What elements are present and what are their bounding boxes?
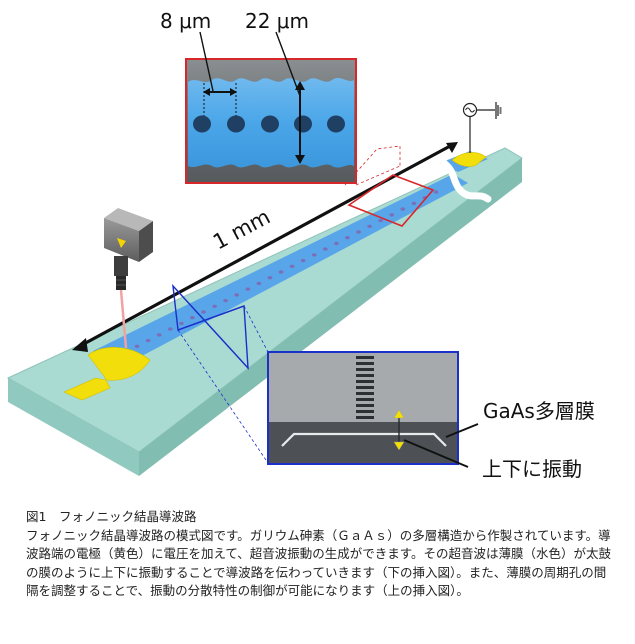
waveguide-hole (278, 270, 284, 274)
phononic-holes (123, 190, 439, 354)
waveguide-hole (400, 207, 406, 211)
substrate (6, 147, 523, 476)
waveguide-hole (289, 264, 295, 268)
crosssection-layer (356, 368, 374, 371)
waveguide-hole (322, 247, 328, 251)
pitch-label: 8 μm (160, 9, 211, 33)
waveguide-hole (145, 338, 151, 343)
waveguide-hole (334, 241, 339, 246)
waveguide-hole (190, 316, 195, 320)
ground-icon (495, 102, 502, 119)
vibration-label: 上下に振動 (482, 457, 582, 481)
ac-source-icon (462, 102, 496, 153)
crosssection-layer (356, 398, 374, 401)
waveguide-hole (167, 327, 173, 331)
inset-frame-top (185, 58, 357, 184)
crosssection-layer (356, 410, 374, 413)
waveguide-hole (179, 321, 184, 326)
waveguide-hole (433, 190, 439, 194)
region-marker-top (347, 174, 435, 227)
crosssection-layers (356, 356, 374, 419)
crosssection-layer (356, 386, 374, 389)
waveguide-hole (245, 287, 251, 291)
substrate-side-right (139, 158, 522, 476)
length-arrow (72, 142, 458, 352)
waveguide-hole (267, 276, 273, 280)
waveguide-hole (345, 236, 350, 240)
waveguide-hole (201, 310, 206, 314)
membrane-label: GaAs多層膜 (483, 399, 595, 423)
waveguide-hole (389, 213, 395, 217)
waveguide-hole (234, 293, 240, 297)
crosssection-layer (356, 380, 374, 383)
waveguide-hole (356, 230, 361, 234)
crosssection-layer (356, 404, 374, 407)
inset-sem-top (185, 31, 435, 227)
waveguide-hole (223, 298, 229, 303)
caption-body: フォノニック結晶導波路の模式図です。ガリウム砷素（ＧａＡｓ）の多層構造から作製さ… (26, 527, 612, 599)
waveguide-strip (93, 174, 468, 366)
waveguide-hole (300, 258, 306, 263)
laser-module-icon (104, 208, 153, 290)
width-label: 22 μm (245, 9, 309, 33)
waveguide-hole (212, 304, 218, 308)
inset-crosssection-bottom (172, 283, 479, 468)
waveguide-break (440, 159, 492, 203)
crosssection-layer (356, 356, 374, 359)
crosssection-layer (356, 392, 374, 395)
sem-holes (193, 115, 345, 133)
caption-title: 図1 フォノニック結晶導波路 (26, 509, 197, 524)
substrate-side-front (8, 378, 139, 476)
waveguide-hole (378, 218, 383, 223)
electrode-right (451, 152, 487, 167)
waveguide-hole (156, 333, 162, 337)
waveguide-hole (411, 201, 417, 206)
waveguide-hole (311, 253, 317, 257)
electrode-left (63, 347, 151, 401)
figure-caption: 図1 フォノニック結晶導波路 フォノニック結晶導波路の模式図です。ガリウム砷素（… (26, 508, 616, 601)
waveguide-diagram: 1 mm (6, 9, 595, 481)
electrodes (63, 152, 487, 401)
crosssection-layer (356, 374, 374, 377)
inset-frame-bottom (267, 351, 459, 465)
crosssection-layer (356, 362, 374, 365)
waveguide-hole (367, 224, 372, 228)
crosssection-layer (356, 416, 374, 419)
waveguide-hole (256, 281, 262, 286)
laser-beam (119, 289, 128, 349)
waveguide-hole (134, 344, 140, 348)
